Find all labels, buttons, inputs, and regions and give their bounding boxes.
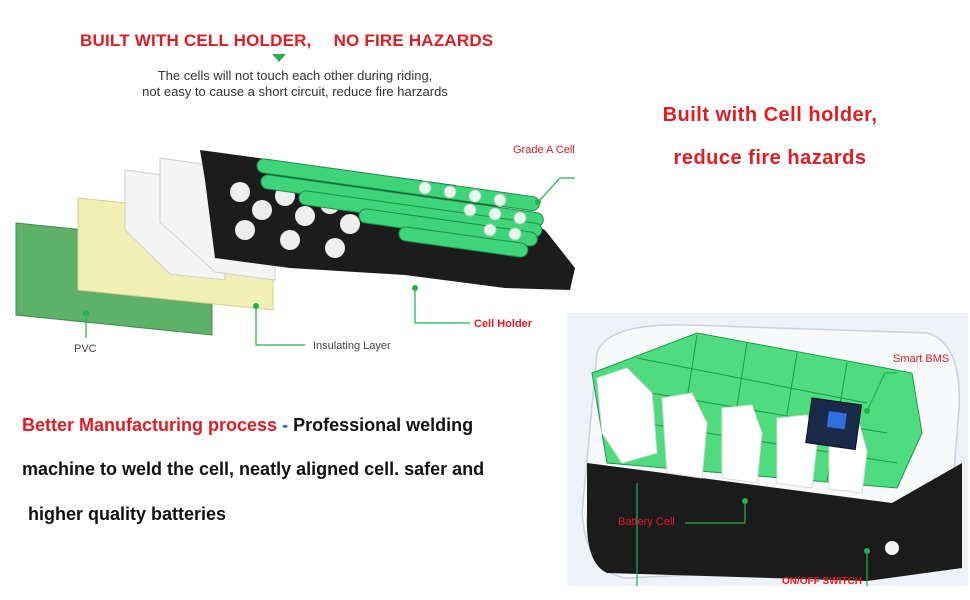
right-title-line-2: reduce fire hazards bbox=[673, 147, 867, 169]
manufacturing-line-1-rest: Professional welding bbox=[293, 415, 474, 435]
battery-photo-drawing bbox=[581, 324, 962, 586]
right-title-line-1: Built with Cell holder, bbox=[662, 104, 878, 126]
label-pvc: PVC bbox=[74, 343, 97, 355]
manufacturing-line-3: higher quality batteries bbox=[28, 504, 227, 524]
photo-leader-lines bbox=[636, 372, 897, 586]
manufacturing-line-1: Better Manufacturing process - Professio… bbox=[22, 415, 473, 436]
header-left: BUILT WITH CELL HOLDER, bbox=[80, 31, 312, 50]
label-insulating-layer: Insulating Layer bbox=[313, 340, 391, 352]
green-cells bbox=[256, 158, 544, 258]
subtitle: The cells will not touch each other duri… bbox=[100, 68, 490, 100]
subtitle-line-2: not easy to cause a short circuit, reduc… bbox=[142, 84, 448, 99]
battery-photo bbox=[567, 313, 968, 586]
label-on-off-switch: ON/OFF SWITCH bbox=[782, 576, 862, 587]
header-pointer-icon bbox=[272, 54, 286, 62]
manufacturing-highlight: Better Manufacturing process bbox=[22, 415, 278, 435]
on-off-switch-icon bbox=[885, 541, 899, 555]
label-smart-bms: Smart BMS bbox=[893, 353, 950, 365]
label-grade-a-cell: Grade A Cell bbox=[513, 144, 575, 156]
bms-chip bbox=[826, 411, 847, 430]
subtitle-line-1: The cells will not touch each other duri… bbox=[157, 68, 433, 83]
leader-lines bbox=[85, 177, 575, 346]
manufacturing-line-2: machine to weld the cell, neatly aligned… bbox=[22, 459, 485, 479]
header-right: NO FIRE HAZARDS bbox=[333, 31, 494, 50]
header-title: BUILT WITH CELL HOLDER, NO FIRE HAZARDS bbox=[80, 31, 493, 51]
label-cell-holder: Cell Holder bbox=[474, 318, 533, 330]
exploded-battery-illustration bbox=[15, 150, 575, 346]
label-battery-cell: Battery Cell bbox=[618, 516, 675, 528]
manufacturing-dash: - bbox=[277, 415, 294, 435]
